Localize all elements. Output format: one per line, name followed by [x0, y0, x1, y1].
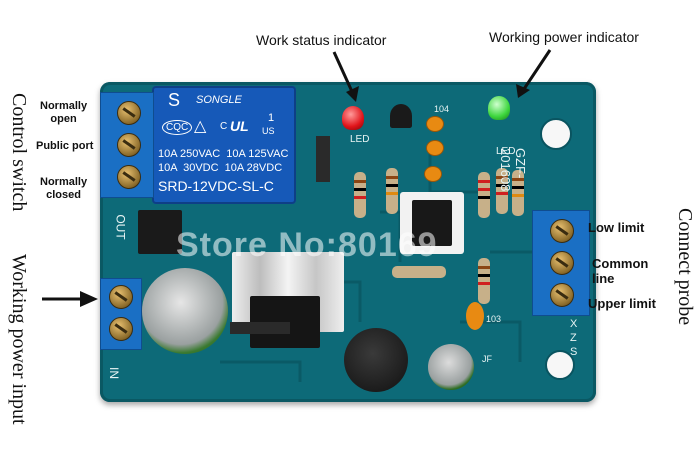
regulator-chip — [138, 210, 182, 254]
in-label: IN — [107, 367, 121, 379]
relay-brand: SONGLE — [196, 94, 242, 106]
screw-terminal-common-line[interactable] — [550, 251, 574, 275]
resistor — [512, 170, 524, 216]
ul-mark: UL — [230, 118, 249, 134]
pin-label-z: Z — [570, 332, 577, 344]
ceramic-capacitor-103 — [466, 302, 484, 330]
relay-spec-1: 10A 250VAC 10A 125VAC — [158, 148, 289, 160]
relay: SONGLE S CQC △ C UL US 1 10A 250VAC 10A … — [152, 86, 296, 204]
ceramic-capacitor — [426, 140, 444, 156]
diode-bottom — [230, 322, 290, 334]
mounting-hole — [540, 118, 572, 150]
resistor — [478, 258, 490, 304]
connect-probe-label: Connect probe — [674, 208, 696, 326]
ceramic-capacitor — [426, 116, 444, 132]
screw-terminal-com[interactable] — [117, 133, 141, 157]
mounting-hole — [545, 350, 575, 380]
screw-terminal-nc[interactable] — [117, 165, 141, 189]
store-watermark: Store No:80169 — [176, 226, 438, 264]
out-label: OUT — [113, 214, 128, 240]
us-mark: US — [262, 126, 275, 136]
pcb-board: SONGLE S CQC △ C UL US 1 10A 250VAC 10A … — [100, 82, 596, 402]
ceramic-capacitor — [424, 166, 442, 182]
c-mark: C — [220, 121, 228, 132]
low-limit-label: Low limit — [588, 220, 645, 235]
arrow-icon — [332, 51, 359, 102]
led1-label: LED — [350, 134, 370, 145]
normally-open-label: Normally open — [40, 100, 88, 125]
relay-logo: S — [168, 90, 181, 110]
power-input-terminal-block — [100, 278, 142, 350]
arrow-icon — [516, 49, 552, 98]
resistor — [478, 172, 490, 218]
screw-terminal-no[interactable] — [117, 101, 141, 125]
relay-model: SRD-12VDC-SL-C — [158, 178, 274, 194]
led2-label: LED — [496, 146, 516, 157]
resistor — [354, 172, 366, 218]
working-power-input-label: Working power input — [8, 254, 30, 425]
resistor-horizontal — [392, 266, 446, 278]
normally-closed-label: Normally closed — [40, 176, 88, 201]
pin-label-x: X — [570, 318, 578, 330]
common-line-label: Common line — [592, 256, 649, 286]
cqc-mark: CQC — [162, 120, 193, 135]
work-status-indicator-label: Work status indicator — [256, 32, 387, 48]
buzzer — [344, 328, 408, 392]
output-terminal-block — [100, 92, 154, 198]
relay-spec-2: 10A 30VDC 10A 28VDC — [158, 162, 283, 174]
screw-terminal-power-2[interactable] — [109, 317, 133, 341]
screw-terminal-upper-limit[interactable] — [550, 283, 574, 307]
ic-chip — [412, 200, 452, 246]
cap-label-104: 104 — [434, 104, 450, 114]
triangle-icon: △ — [194, 118, 207, 135]
relay-number: 1 — [268, 112, 275, 124]
cap-label-103: 103 — [486, 314, 502, 324]
serial-number: GZF-201608 — [498, 148, 528, 192]
electrolytic-capacitor-small — [428, 344, 474, 390]
transistor — [390, 104, 412, 128]
upper-limit-label: Upper limit — [588, 296, 656, 311]
control-switch-label: Control switch — [8, 93, 30, 212]
arrow-icon — [42, 291, 98, 307]
pin-label-s: S — [570, 346, 578, 358]
screw-terminal-low-limit[interactable] — [550, 219, 574, 243]
work-status-led — [342, 106, 364, 130]
working-power-indicator-label: Working power indicator — [489, 29, 639, 45]
resistor — [386, 168, 398, 214]
public-port-label: Public port — [36, 140, 94, 152]
diode — [316, 136, 330, 182]
screw-terminal-power-1[interactable] — [109, 285, 133, 309]
working-power-led — [488, 96, 510, 120]
probe-terminal-block — [532, 210, 590, 316]
jf-label: JF — [482, 354, 492, 364]
electrolytic-capacitor-large — [142, 268, 228, 354]
resistor — [496, 168, 508, 214]
